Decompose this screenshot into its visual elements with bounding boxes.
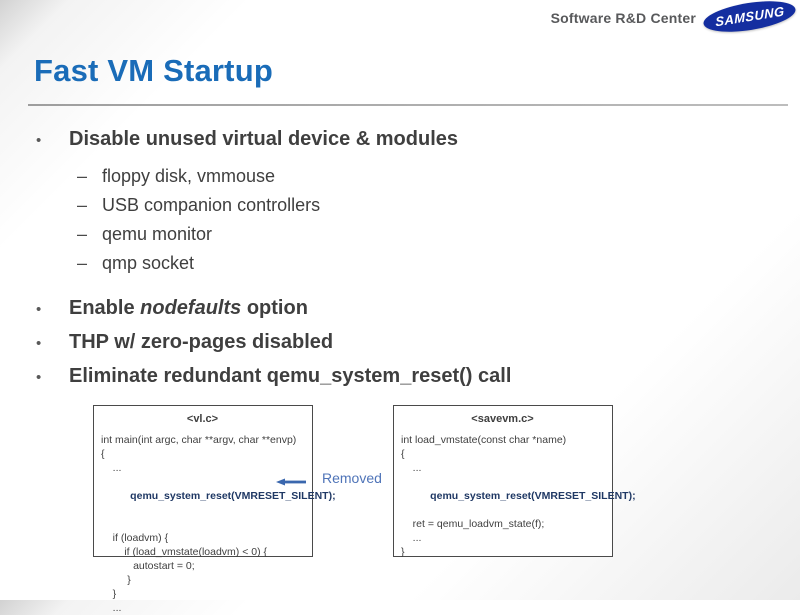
page-title: Fast VM Startup bbox=[34, 53, 273, 88]
dash-icon: – bbox=[77, 195, 88, 215]
code-box-savevm-c: <savevm.c> int load_vmstate(const char *… bbox=[393, 405, 636, 558]
code-line: } bbox=[101, 574, 131, 586]
sub-bullet-list: – floppy disk, vmmouse – USB companion c… bbox=[36, 162, 766, 278]
sub-bullet-floppy: – floppy disk, vmmouse bbox=[36, 162, 766, 191]
nodefaults-emphasis: nodefaults bbox=[140, 297, 242, 319]
code-line: ... bbox=[101, 462, 122, 474]
bullet-group-2: • Enable nodefaults option • THP w/ zero… bbox=[36, 292, 766, 394]
sub-bullet-qmp-socket: – qmp socket bbox=[36, 249, 766, 278]
code-line-removed-call: qemu_system_reset(VMRESET_SILENT); bbox=[101, 475, 336, 531]
dash-icon: – bbox=[77, 253, 88, 273]
header-dept-label: Software R&D Center bbox=[550, 10, 696, 26]
strike-arrow-icon bbox=[276, 478, 306, 486]
slide-canvas: Software R&D Center SAMSUNG Fast VM Star… bbox=[28, 0, 798, 614]
code-line: if (loadvm) { bbox=[101, 532, 169, 544]
bullet-icon: • bbox=[36, 335, 42, 352]
code-line: autostart = 0; bbox=[101, 560, 195, 572]
bullet-text: THP w/ zero-pages disabled bbox=[69, 331, 334, 353]
code-line: ... bbox=[401, 532, 422, 544]
samsung-logo: SAMSUNG bbox=[701, 0, 798, 38]
code-line: ret = qemu_loadvm_state(f); bbox=[401, 518, 545, 530]
title-divider bbox=[28, 104, 788, 106]
bullet-list: • Disable unused virtual device & module… bbox=[36, 126, 766, 394]
code-line-reset-call: qemu_system_reset(VMRESET_SILENT); bbox=[418, 490, 636, 502]
code-box-title: <savevm.c> bbox=[471, 413, 534, 425]
sub-bullet-usb: – USB companion controllers bbox=[36, 191, 766, 220]
bullet-icon: • bbox=[36, 301, 42, 318]
dash-icon: – bbox=[77, 224, 88, 244]
bullet-text: Eliminate redundant qemu_system_reset() … bbox=[69, 365, 512, 387]
code-line: { bbox=[401, 448, 405, 460]
bullet-icon: • bbox=[36, 132, 42, 149]
bullet-text: Disable unused virtual device & modules bbox=[69, 128, 459, 150]
sub-bullet-text: qemu monitor bbox=[102, 224, 213, 244]
code-line: ... bbox=[101, 602, 122, 614]
bullet-enable-nodefaults: • Enable nodefaults option bbox=[36, 292, 766, 326]
code-line: } bbox=[401, 546, 405, 558]
code-line: if (load_vmstate(loadvm) < 0) { bbox=[101, 546, 268, 558]
sub-bullet-text: USB companion controllers bbox=[102, 195, 321, 215]
sub-bullet-text: floppy disk, vmmouse bbox=[102, 166, 276, 186]
bullet-text: Enable nodefaults option bbox=[69, 297, 308, 319]
bullet-thp: • THP w/ zero-pages disabled bbox=[36, 326, 766, 360]
removed-annotation: Removed bbox=[322, 470, 382, 486]
sub-bullet-qemu-monitor: – qemu monitor bbox=[36, 220, 766, 249]
code-line: ... bbox=[401, 462, 422, 474]
bullet-disable-modules: • Disable unused virtual device & module… bbox=[36, 126, 766, 154]
code-box-vl-c: <vl.c> int main(int argc, char **argv, c… bbox=[93, 405, 336, 614]
code-line: int load_vmstate(const char *name) bbox=[401, 434, 567, 446]
bullet-eliminate-reset: • Eliminate redundant qemu_system_reset(… bbox=[36, 360, 766, 394]
bullet-icon: • bbox=[36, 369, 42, 386]
code-line: { bbox=[101, 448, 105, 460]
code-line: int main(int argc, char **argv, char **e… bbox=[101, 434, 297, 446]
dash-icon: – bbox=[77, 166, 88, 186]
code-line: } bbox=[101, 588, 117, 600]
code-box-title: <vl.c> bbox=[186, 413, 219, 425]
sub-bullet-text: qmp socket bbox=[102, 253, 195, 273]
samsung-logo-text: SAMSUNG bbox=[714, 3, 785, 30]
